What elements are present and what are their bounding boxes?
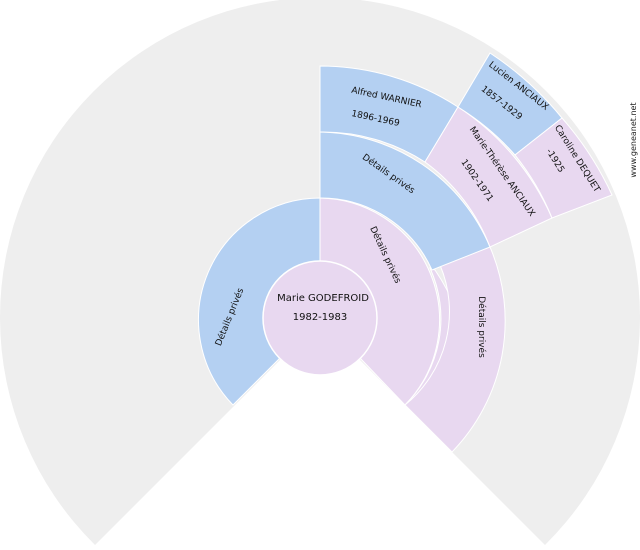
maternal-outer-fill <box>404 246 506 453</box>
watermark: www.geneanet.net <box>629 102 638 177</box>
caroline-segment[interactable] <box>514 117 613 219</box>
center-name: Marie GODEFROID <box>277 293 369 304</box>
center-dates: 1982-1983 <box>293 312 348 323</box>
maternal-outer-label: Détails privés <box>476 296 487 358</box>
center-person-circle[interactable] <box>262 260 378 376</box>
